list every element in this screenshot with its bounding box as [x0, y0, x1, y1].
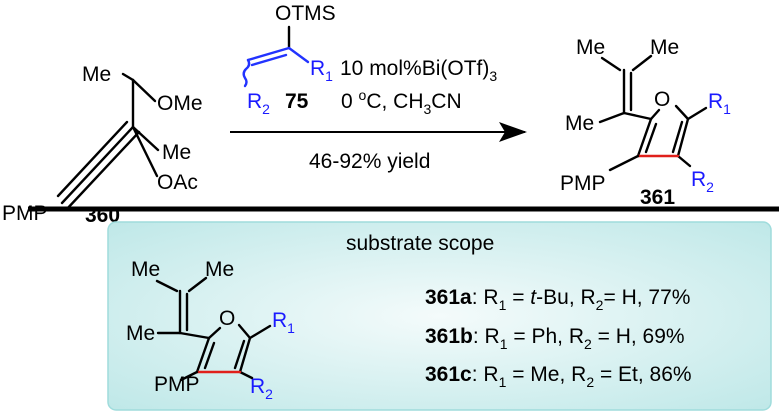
reactant-me-top: Me: [82, 63, 111, 86]
vinyl-double-outer: [246, 46, 291, 62]
product-number: 361: [640, 186, 675, 209]
product-pmp: PMP: [560, 172, 606, 195]
scope-bond-o-c5: [237, 323, 252, 340]
reagent-r2: R2: [247, 90, 270, 117]
product-r1: R1: [708, 90, 731, 117]
reaction-conditions: 10 mol%Bi(OTf)3 0 oC, CH3CN 46-92% yield: [230, 57, 527, 173]
scope-pmp: PMP: [154, 373, 200, 396]
bond-c3-pmp: [608, 154, 640, 172]
bond-c-furan: [622, 111, 653, 121]
bond-c-r1: [287, 46, 310, 64]
bond-c2-c3: [636, 117, 653, 158]
bond-c1-ome: [131, 78, 157, 103]
reactant-pmp: PMP: [2, 202, 48, 225]
reagent-75: OTMS R1 R2 75: [242, 2, 336, 117]
scope-me-top-left: Me: [131, 258, 160, 281]
bond-c5-c4-inner: [671, 120, 684, 154]
scope-entry-361a: 361a: R1 = t-Bu, R2= H, 77%: [425, 286, 690, 313]
bond-c5-c4: [676, 117, 690, 158]
scope-me-top-right: Me: [205, 258, 234, 281]
reactant-360: Me OMe Me OAc PMP 360: [2, 63, 203, 227]
bond-me-c1: [121, 72, 135, 82]
scope-bond-c5-c4-inner: [233, 339, 246, 370]
substrate-scope-box: substrate scope Me Me Me O R1 PMP R2 361…: [107, 221, 772, 411]
scope-bond-c2-c3: [195, 336, 211, 374]
alkyne-lower: [64, 130, 141, 212]
bond-c5-r1: [686, 106, 708, 121]
scope-entry-361b: 361b: R1 = Ph, R2 = H, 69%: [425, 325, 685, 352]
scope-bond-c2-c3-inner: [203, 341, 216, 370]
scope-background: [107, 221, 772, 411]
product-361: Me Me Me O R1 PMP R2 361: [560, 36, 731, 209]
scope-bond-c-furan: [178, 331, 211, 340]
bond-c2-me: [131, 125, 160, 152]
scope-title: substrate scope: [346, 232, 494, 255]
condition-temp-solvent: 0 oC, CH3CN: [341, 87, 462, 117]
product-me-top-left: Me: [576, 36, 605, 59]
reactant-oac: OAc: [157, 171, 198, 194]
condition-catalyst: 10 mol%Bi(OTf)3: [340, 57, 497, 84]
scope-r2: R2: [250, 375, 273, 402]
scope-bond-alkene-me: [187, 276, 208, 293]
condition-yield: 46-92% yield: [309, 150, 430, 173]
scope-r1: R1: [272, 309, 295, 336]
bond-c4-r2: [676, 154, 692, 168]
product-r2: R2: [691, 168, 714, 195]
scope-entry-361c: 361c: R1 = Me, R2 = Et, 86%: [425, 363, 692, 390]
scope-me-left: Me: [126, 322, 155, 345]
scope-bond-c5-r1: [248, 324, 272, 340]
scope-ring-o: O: [219, 307, 235, 330]
vinyl-wavy-bond: [242, 58, 251, 88]
reagent-otms: OTMS: [275, 2, 336, 25]
bond-alkene-me: [631, 54, 653, 72]
reactant-ome: OMe: [157, 92, 203, 115]
bond-c2-c3-inner: [644, 122, 658, 154]
reactant-me-mid: Me: [162, 141, 191, 164]
reagent-number: 75: [285, 90, 309, 113]
product-me-top-right: Me: [650, 36, 679, 59]
bond-me-c: [598, 111, 626, 124]
vinyl-double-inner: [250, 53, 288, 67]
scope-bond-c2-o: [207, 326, 222, 340]
bond-o-c5: [674, 104, 690, 121]
scope-bond-me-alkene: [155, 279, 179, 293]
product-ring-o: O: [654, 88, 670, 111]
alkyne-center: [60, 125, 135, 205]
scope-bond-c4-r2: [238, 370, 254, 380]
bond-me-alkene: [600, 56, 622, 72]
reagent-r1: R1: [310, 57, 333, 84]
product-me-left: Me: [565, 112, 594, 135]
bond-c2-o: [649, 108, 661, 121]
alkyne-upper: [56, 120, 129, 198]
scope-bond-c5-c4: [238, 336, 252, 374]
scope-bond-c3-pmp: [179, 370, 199, 382]
